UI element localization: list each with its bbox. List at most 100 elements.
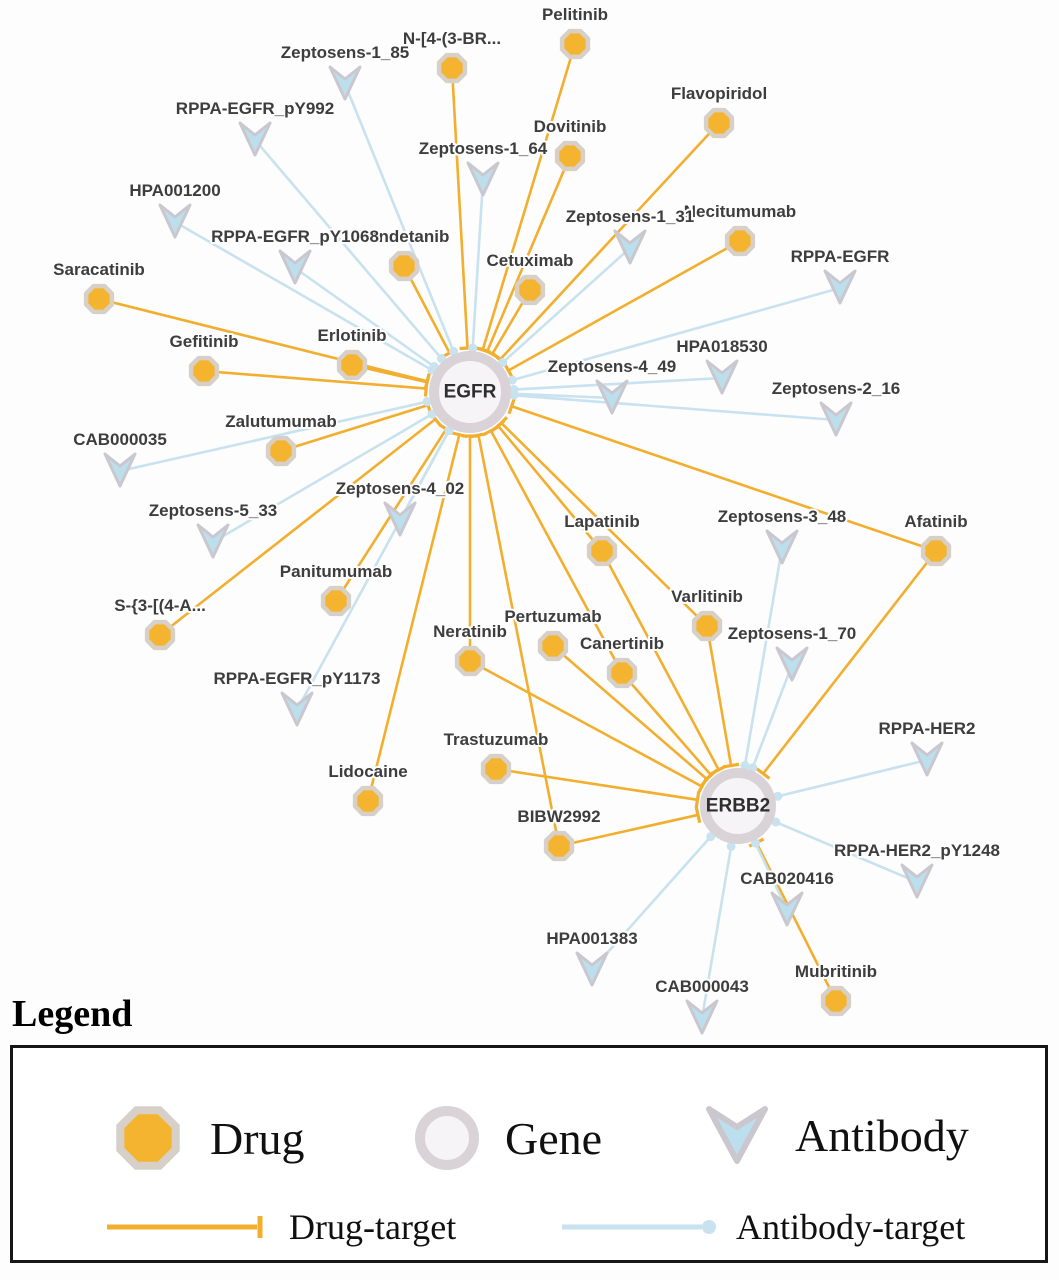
edge-tee-marker xyxy=(484,348,501,360)
drug-node xyxy=(436,52,468,84)
edge-drug-target xyxy=(481,43,577,351)
antibody-node xyxy=(278,249,312,285)
antibody-label: CAB000035 xyxy=(73,430,167,449)
drug-node xyxy=(480,753,512,785)
edge-drug-target xyxy=(280,403,429,453)
antibody-label: RPPA-HER2_pY1248 xyxy=(834,841,1000,860)
edge-tee-marker xyxy=(755,767,771,780)
drug-node xyxy=(83,283,115,315)
edge-antibody-target xyxy=(777,758,928,798)
antibody-node xyxy=(685,999,719,1035)
edge-antibody-target xyxy=(754,842,789,911)
drug-node xyxy=(336,349,368,381)
drug-target-edge-icon xyxy=(107,1216,263,1238)
drug-node xyxy=(514,274,546,306)
antibody-label: CAB020416 xyxy=(740,869,834,888)
antibody-label: RPPA-EGFR xyxy=(791,247,890,266)
drug-node xyxy=(454,645,486,677)
drug-node xyxy=(352,785,384,817)
drug-node xyxy=(920,535,952,567)
antibody-label: Zeptosens-4_49 xyxy=(548,357,677,376)
edge-dot-marker xyxy=(448,346,458,356)
legend-item-gene: Gene xyxy=(411,1102,602,1174)
edge-dot-marker xyxy=(771,817,781,827)
drug-label: Canertinib xyxy=(580,634,664,653)
legend-title: Legend xyxy=(12,993,133,1035)
antibody-label: Zeptosens-1_31 xyxy=(566,207,695,226)
edge-tee-marker xyxy=(694,806,702,824)
antibody-label: Zeptosens-1_85 xyxy=(281,43,410,62)
antibody-label: CAB000043 xyxy=(655,977,749,996)
legend-gene-label: Gene xyxy=(505,1112,603,1164)
drug-label: Pertuzumab xyxy=(504,607,601,626)
edge-drug-target xyxy=(755,842,838,1002)
drug-label: Panitumumab xyxy=(280,562,392,581)
edge-antibody-target xyxy=(513,394,837,422)
edge-drug-target xyxy=(497,425,604,552)
edge-drug-target xyxy=(450,67,469,349)
drug-node xyxy=(606,657,638,689)
edge-drug-target xyxy=(366,434,461,802)
drug-node xyxy=(543,830,575,862)
edge-antibody-target xyxy=(119,400,428,473)
legend-antibody-label: Antibody xyxy=(795,1109,969,1161)
drug-label: Dovitinib xyxy=(534,117,607,136)
antibody-node xyxy=(613,229,647,265)
edge-dot-marker xyxy=(422,397,432,407)
drug-node xyxy=(554,140,586,172)
labels-layer: EGFRERBB2PelitinibN-[4-(3-BR...Dovitinib… xyxy=(51,3,1002,998)
edge-antibody-target xyxy=(775,820,918,884)
drug-node xyxy=(586,535,618,567)
drug-node xyxy=(559,28,591,60)
nodes-layer xyxy=(83,28,952,1035)
edge-dot-marker xyxy=(750,838,760,848)
edge-drug-target xyxy=(507,239,741,372)
legend-drug-label: Drug xyxy=(210,1112,305,1164)
antibody-node xyxy=(775,646,809,682)
drug-label: Neratinib xyxy=(433,622,507,641)
edge-tee-marker xyxy=(694,791,701,808)
drug-label: Gefitinib xyxy=(170,332,239,351)
edge-tee-marker xyxy=(722,762,740,769)
drug-node xyxy=(537,630,569,662)
edge-drug-target xyxy=(203,369,427,390)
edge-drug-target xyxy=(485,155,572,352)
antibody-label: Zeptosens-2_16 xyxy=(772,379,901,398)
edge-antibody-target xyxy=(700,846,733,1019)
antibody-node xyxy=(383,501,417,537)
antibody-label: RPPA-EGFR_pY1068 xyxy=(211,227,379,246)
antibody-label: Zeptosens-1_70 xyxy=(728,624,857,643)
edge-antibody-target xyxy=(591,835,712,971)
edge-drug-target xyxy=(621,672,713,776)
drug-label: Erlotinib xyxy=(318,326,387,345)
drug-node xyxy=(144,619,176,651)
edge-drug-target xyxy=(558,813,699,848)
antibody-node xyxy=(705,359,739,395)
edge-antibody-target xyxy=(343,83,455,352)
drug-label: Afatinib xyxy=(904,512,967,531)
drug-node xyxy=(703,107,735,139)
drug-label: S-{3-[(4-A... xyxy=(114,596,206,615)
antibody-node-icon xyxy=(706,1106,768,1164)
edge-drug-target xyxy=(600,550,720,771)
edge-antibody-target xyxy=(743,547,784,766)
drug-node xyxy=(388,250,420,282)
drug-label: Necitumumab xyxy=(684,202,796,221)
edge-dot-marker xyxy=(740,761,750,771)
edge-antibody-target xyxy=(254,139,443,360)
antibody-label: Zeptosens-1_64 xyxy=(419,139,548,158)
edge-tee-marker xyxy=(507,398,516,415)
drug-label: Lidocaine xyxy=(328,762,407,781)
drug-node xyxy=(265,435,297,467)
edge-tee-marker xyxy=(423,374,431,391)
antibody-node xyxy=(575,951,609,987)
legend-item-drug: Drug xyxy=(108,1098,305,1178)
edge-tee-marker xyxy=(700,772,714,787)
gene-node-ERBB2 xyxy=(700,768,776,844)
antibody-node xyxy=(900,863,934,899)
antibody-node xyxy=(910,741,944,777)
legend-item-antibody: Antibody xyxy=(701,1100,969,1170)
edge-drug-target xyxy=(552,645,708,781)
edge-antibody-target xyxy=(212,413,433,544)
antibody-node xyxy=(103,452,137,488)
